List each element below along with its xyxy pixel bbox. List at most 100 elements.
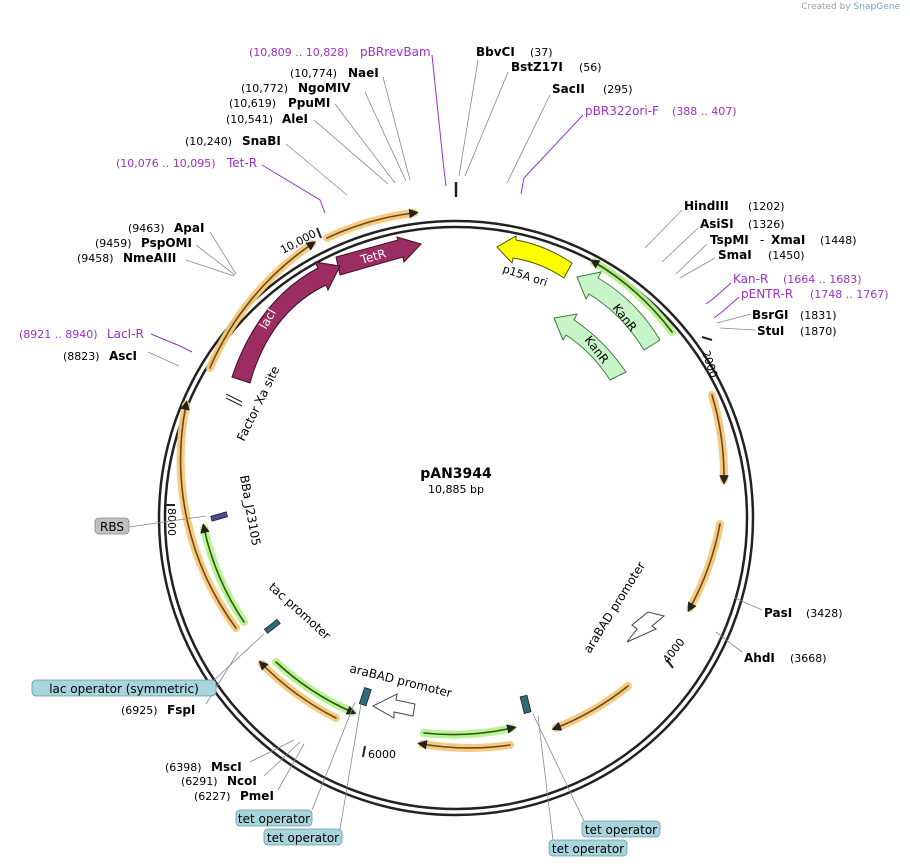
enzyme-AscI[interactable]: (8823) AscI (63, 349, 180, 367)
enzyme-NcoI[interactable]: (6291) NcoI (181, 741, 301, 788)
lacI-feature (231, 261, 341, 384)
primer-pBR322ori-F[interactable]: pBR322ori-F (388 .. 407) (520, 104, 737, 195)
primer-Tet-R[interactable]: (10,076 .. 10,095) Tet-R (116, 156, 326, 214)
enzyme-position: (3668) (790, 652, 827, 665)
enzyme-AsiSI[interactable]: AsiSI (1326) (661, 217, 785, 263)
enzyme-NgoMIV[interactable]: (10,772) NgoMIV (241, 81, 407, 182)
enzyme-SmaI[interactable]: SmaI (1450) (679, 248, 805, 279)
primer-range: (8921 .. 8940) (19, 328, 98, 341)
tac-promoter-label: tac promoter (266, 580, 333, 643)
label-lac-operator[interactable]: lac operator (symmetric) (31, 633, 265, 697)
enzyme-name: BstZ17I (511, 60, 563, 74)
enzyme-name: AsiSI (700, 217, 734, 231)
enzyme-name: MscI (211, 760, 242, 774)
enzyme-position: (295) (603, 83, 633, 96)
tick-label-4000: 4000 (660, 636, 687, 666)
enzyme-BsrGI[interactable]: BsrGI (1831) (716, 308, 837, 324)
enzyme-SnaBI[interactable]: (10,240) SnaBI (185, 134, 348, 196)
enzyme-name-2: XmaI (771, 233, 805, 247)
primer-name: pBRrevBam (360, 45, 431, 59)
credit-prefix: Created by (801, 2, 851, 12)
enzyme-PspOMI[interactable]: (9459) PspOMI (95, 236, 236, 276)
enzyme-position: (10,619) (229, 97, 276, 110)
primer-range: (388 .. 407) (672, 105, 737, 118)
label-tet-operator-1[interactable]: tet operator (235, 701, 356, 827)
primer-range: (10,076 .. 10,095) (116, 157, 216, 170)
enzyme-name: NaeI (348, 66, 379, 80)
label-tet-operator-4[interactable]: tet operator (537, 715, 628, 857)
enzyme-SacII[interactable]: SacII (295) (506, 82, 633, 184)
box-label: lac operator (symmetric) (49, 682, 199, 696)
enzyme-name: HindIII (684, 199, 729, 213)
box-label: RBS (100, 520, 124, 534)
kanR-feature-1 (576, 271, 661, 351)
enzyme-BstZ17I[interactable]: BstZ17I (56) (464, 60, 602, 177)
tick-6000: 6000 (362, 745, 396, 761)
primer-Kan-R[interactable]: Kan-R (1664 .. 1683) (705, 272, 862, 305)
enzyme-name: NmeAIII (123, 251, 176, 265)
factorXa-mark (225, 393, 243, 403)
primer-name: pENTR-R (741, 287, 793, 301)
label-RBS[interactable]: RBS (94, 515, 207, 535)
primer-pBRrevBam[interactable]: (10,809 .. 10,828) pBRrevBam (249, 45, 447, 187)
enzyme-NmeAIII[interactable]: (9458) NmeAIII (77, 251, 235, 277)
box-label: tet operator (238, 812, 310, 826)
label-tet-operator-2[interactable]: tet operator (263, 703, 362, 846)
outer-arc-features (176, 208, 729, 752)
BBa-J23105-label: BBa_J23105 (237, 474, 263, 547)
enzyme-PasI[interactable]: PasI (3428) (734, 597, 843, 620)
enzyme-TspMI-XmaI[interactable]: TspMI - XmaI (1448) (675, 233, 857, 275)
enzyme-AleI[interactable]: (10,541) AleI (226, 112, 389, 185)
enzyme-position: (37) (530, 46, 553, 59)
enzyme-name: NgoMIV (298, 81, 351, 95)
enzyme-StuI[interactable]: StuI (1870) (719, 324, 837, 338)
enzyme-position: (1870) (800, 325, 837, 338)
primer-range: (1748 .. 1767) (810, 288, 889, 301)
enzyme-name: SmaI (718, 248, 752, 262)
enzyme-name: AscI (109, 349, 137, 363)
primer-LacI-R[interactable]: (8921 .. 8940) LacI-R (19, 327, 193, 353)
backbone-outer (157, 219, 755, 817)
tick-label-6000: 6000 (368, 748, 396, 761)
enzyme-position: (9458) (77, 252, 114, 265)
plasmid-name: pAN3944 (420, 466, 492, 482)
green-arc-features (200, 258, 676, 739)
enzyme-position: (6925) (121, 704, 158, 717)
enzyme-position: (6398) (165, 761, 202, 774)
enzyme-name: SnaBI (242, 134, 281, 148)
backbone-inner (163, 225, 749, 811)
BBa-J23105-mark (210, 511, 229, 522)
snapgene-credit: Created by SnapGene (801, 2, 900, 12)
enzyme-name: BsrGI (752, 308, 789, 322)
tick-8000: 8000 (165, 504, 178, 536)
primer-name: LacI-R (107, 327, 144, 341)
credit-brand: SnapGene (853, 2, 900, 12)
enzyme-name: SacII (552, 82, 585, 96)
enzyme-NaeI[interactable]: (10,774) NaeI (290, 66, 411, 181)
enzyme-PmeI[interactable]: (6227) PmeI (194, 743, 305, 803)
operator-mark-2 (519, 694, 532, 714)
label-tet-operator-3[interactable]: tet operator (532, 713, 661, 838)
enzyme-MscI[interactable]: (6398) MscI (165, 739, 295, 774)
primer-name: pBR322ori-F (585, 104, 659, 118)
box-label: tet operator (552, 842, 624, 856)
enzyme-position: (3428) (806, 607, 843, 620)
enzyme-BbvCI[interactable]: BbvCI (37) (458, 45, 553, 177)
enzyme-name: TspMI (710, 233, 749, 247)
enzyme-HindIII[interactable]: HindIII (1202) (644, 199, 785, 249)
enzyme-name: StuI (757, 324, 784, 338)
plasmid-size: 10,885 bp (428, 483, 484, 496)
enzyme-name: AhdI (744, 651, 775, 665)
operator-mark-1 (358, 686, 372, 707)
enzyme-AhdI[interactable]: AhdI (3668) (715, 631, 827, 665)
enzyme-position: (9463) (128, 222, 165, 235)
enzyme-ApaI[interactable]: (9463) ApaI (128, 221, 237, 275)
primer-range: (1664 .. 1683) (783, 273, 862, 286)
primer-pENTR-R[interactable]: pENTR-R (1748 .. 1767) (713, 287, 889, 319)
enzyme-position: (6227) (194, 790, 231, 803)
enzyme-position: (10,541) (226, 113, 273, 126)
enzyme-name: BbvCI (476, 45, 515, 59)
enzyme-PpuMI[interactable]: (10,619) PpuMI (229, 96, 396, 184)
primer-name: Kan-R (733, 272, 768, 286)
tetR-feature (335, 236, 422, 276)
